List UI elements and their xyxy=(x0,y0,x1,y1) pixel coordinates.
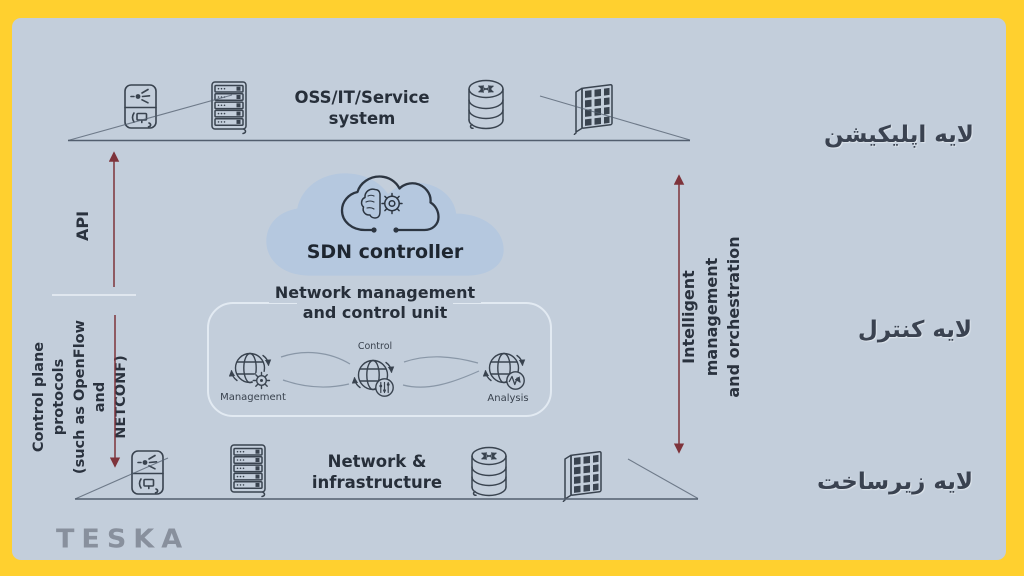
orchestration-label: Intelligent management and orchestration xyxy=(679,211,743,423)
control-globe-icon xyxy=(352,359,395,397)
cloud-ai-icon xyxy=(340,175,440,233)
analysis-globe-icon xyxy=(483,352,526,390)
infrastructure-layer-label: لایه زیرساخت xyxy=(816,469,974,495)
control-plane-label: Control plane protocols (such as OpenFlo… xyxy=(31,308,129,486)
control-plane-line1: Control plane protocols xyxy=(30,341,68,453)
control-layer-label: لایه کنترل xyxy=(857,317,973,343)
controller-device-icon-top xyxy=(124,84,157,129)
router-storage-icon-top xyxy=(468,79,504,130)
oss-title-line2: system xyxy=(328,109,396,129)
control-node-label: Control xyxy=(357,341,393,352)
network-cabinet-icon-top xyxy=(573,84,613,135)
analysis-node-label: Analysis xyxy=(487,393,529,404)
control-plane-line3: NETCONF) xyxy=(112,355,129,439)
sdn-controller-label: SDN controller xyxy=(306,241,464,263)
teska-logo: TESKA xyxy=(56,524,190,555)
router-storage-icon-bottom xyxy=(471,446,507,497)
control-plane-line2: (such as OpenFlow and xyxy=(71,319,109,475)
sdn-cloud-shape xyxy=(266,173,504,276)
orchestration-line2: and orchestration xyxy=(724,236,744,398)
gear-icon xyxy=(381,192,403,215)
server-rack-icon-bottom xyxy=(230,444,266,498)
management-node-label: Management xyxy=(220,392,286,403)
oss-title: OSS/IT/Service system xyxy=(262,87,462,130)
controller-device-icon-bottom xyxy=(131,450,164,495)
unit-title-line2: and control unit xyxy=(296,303,454,324)
infrastructure-title: Network & infrastructure xyxy=(272,451,482,494)
brain-icon xyxy=(360,188,381,219)
unit-title: Network management and control unit xyxy=(265,283,485,324)
network-cabinet-icon-bottom xyxy=(562,451,602,502)
orchestration-line1: Intelligent management xyxy=(679,257,721,377)
infrastructure-title-line2: infrastructure xyxy=(311,473,443,493)
oss-title-line1: OSS/IT/Service xyxy=(294,88,430,107)
application-layer-label: لایه اپلیکیشن xyxy=(824,122,974,148)
infrastructure-title-line1: Network & xyxy=(327,452,427,471)
unit-title-line1: Network management xyxy=(268,283,482,304)
management-globe-icon xyxy=(229,352,272,390)
server-rack-icon-top xyxy=(211,81,247,135)
api-label: API xyxy=(72,210,92,242)
